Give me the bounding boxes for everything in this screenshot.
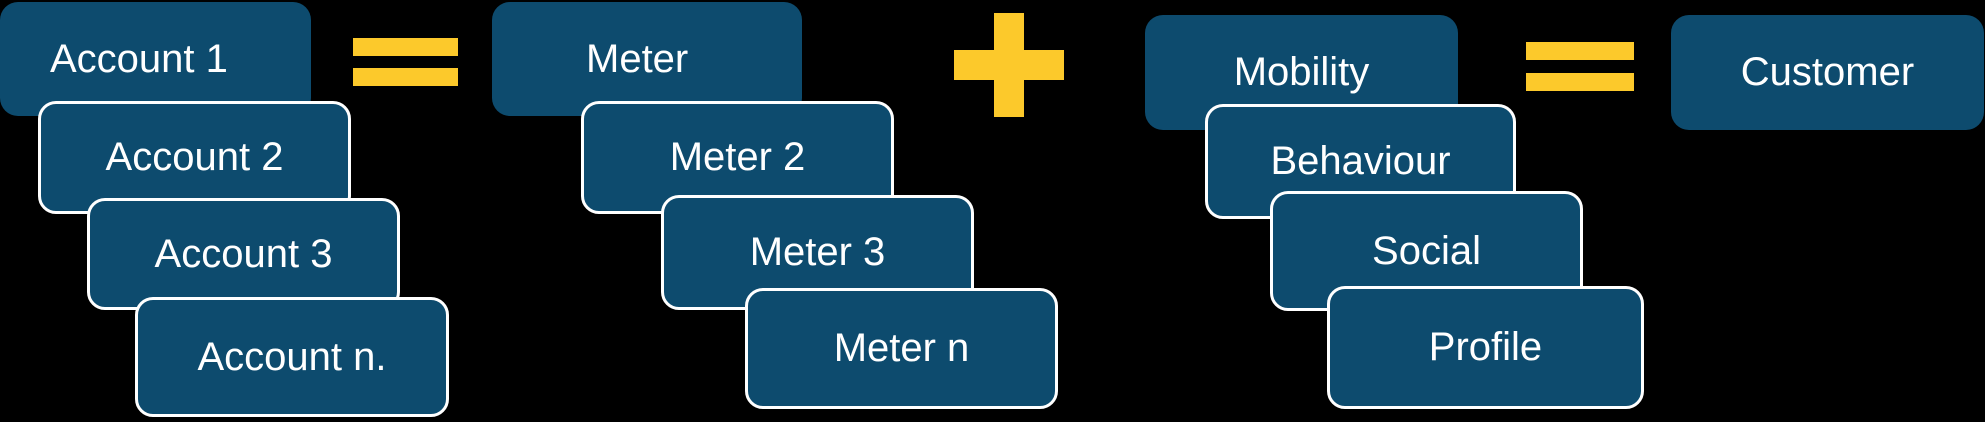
equals-bar-bottom [1526,73,1634,91]
profile-box: Profile [1327,286,1644,409]
account-box-1: Account 1 [0,2,311,116]
plus-bar-vertical [994,13,1024,117]
account-box-3: Account 3 [87,198,400,310]
account-label-1: Account 1 [50,36,228,81]
meter-label-n: Meter n [833,326,970,370]
equals-sign-1 [353,38,458,86]
profile-label: Profile [1428,325,1543,369]
meter-label-1: Meter [586,36,689,81]
account-label-2: Account 2 [105,135,284,179]
equals-bar-bottom [353,68,458,86]
account-label-3: Account 3 [154,231,333,276]
account-box-2: Account 2 [38,101,351,214]
equals-sign-2 [1526,42,1634,93]
meter-label-2: Meter 2 [669,135,806,179]
equals-bar-top [1526,42,1634,60]
meter-label-3: Meter 3 [749,230,886,274]
meter-box-1: Meter [492,2,802,116]
mobility-label: Mobility [1233,50,1370,94]
account-box-n: Account n. [135,297,449,417]
plus-sign [954,13,1064,117]
social-label: Social [1372,228,1481,273]
equals-bar-top [353,38,458,56]
behaviour-label: Behaviour [1270,139,1451,183]
customer-label: Customer [1740,50,1915,94]
customer-box: Customer [1671,15,1984,130]
account-label-n: Account n. [197,334,387,379]
meter-box-n: Meter n [745,288,1058,409]
